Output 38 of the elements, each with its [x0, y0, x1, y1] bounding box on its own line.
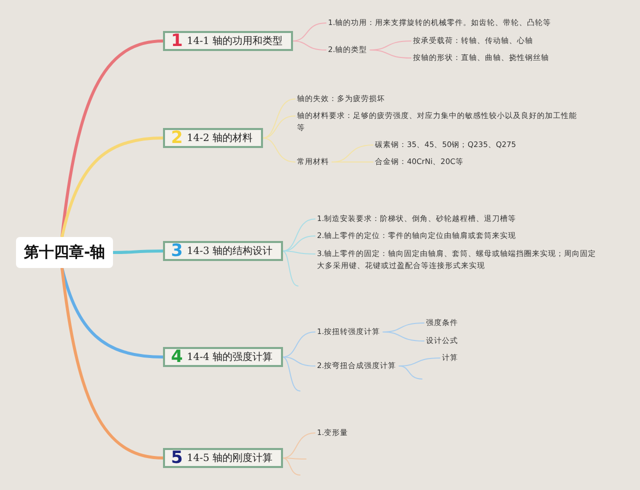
branch-line	[282, 218, 316, 252]
branch-line	[398, 358, 440, 366]
branch-line	[292, 40, 326, 50]
branch-line	[370, 50, 412, 58]
branch-line	[60, 40, 164, 238]
topic-title: 14-5 轴的刚度计算	[186, 452, 272, 465]
topic-title: 14-2 轴的材料	[186, 132, 252, 145]
branch-line	[382, 332, 424, 342]
topic-box	[163, 31, 292, 51]
topic-box	[163, 347, 282, 367]
branch-line	[262, 138, 296, 162]
topic-number: 3	[171, 242, 183, 260]
branch-line	[282, 458, 306, 460]
topic-title: 14-1 轴的功用和类型	[186, 34, 282, 48]
topic-box	[163, 241, 282, 261]
branch-line	[282, 356, 300, 392]
branch-line	[282, 250, 298, 286]
topic-title: 14-3 轴的结构设计	[186, 244, 272, 258]
branch-line	[112, 250, 164, 254]
branch-line	[60, 266, 164, 460]
topic-number: 4	[171, 348, 183, 366]
branch-line	[60, 136, 164, 238]
branch-line	[282, 458, 300, 476]
central-topic-box: 第十四章-轴	[16, 237, 114, 268]
branch-line	[262, 116, 296, 138]
branch-line	[282, 332, 316, 358]
topic-number: 1	[171, 32, 183, 50]
branch-line	[398, 366, 422, 380]
branch-line	[60, 266, 164, 358]
branch-line	[282, 250, 316, 254]
topic-box	[163, 128, 262, 148]
branch-line	[282, 356, 316, 366]
topic-title: 14-4 轴的强度计算	[186, 350, 272, 364]
branch-line	[262, 98, 296, 138]
branch-line	[282, 432, 316, 458]
topic-number: 5	[171, 449, 183, 467]
topic-box	[163, 448, 282, 468]
topic-number: 2	[171, 129, 183, 147]
